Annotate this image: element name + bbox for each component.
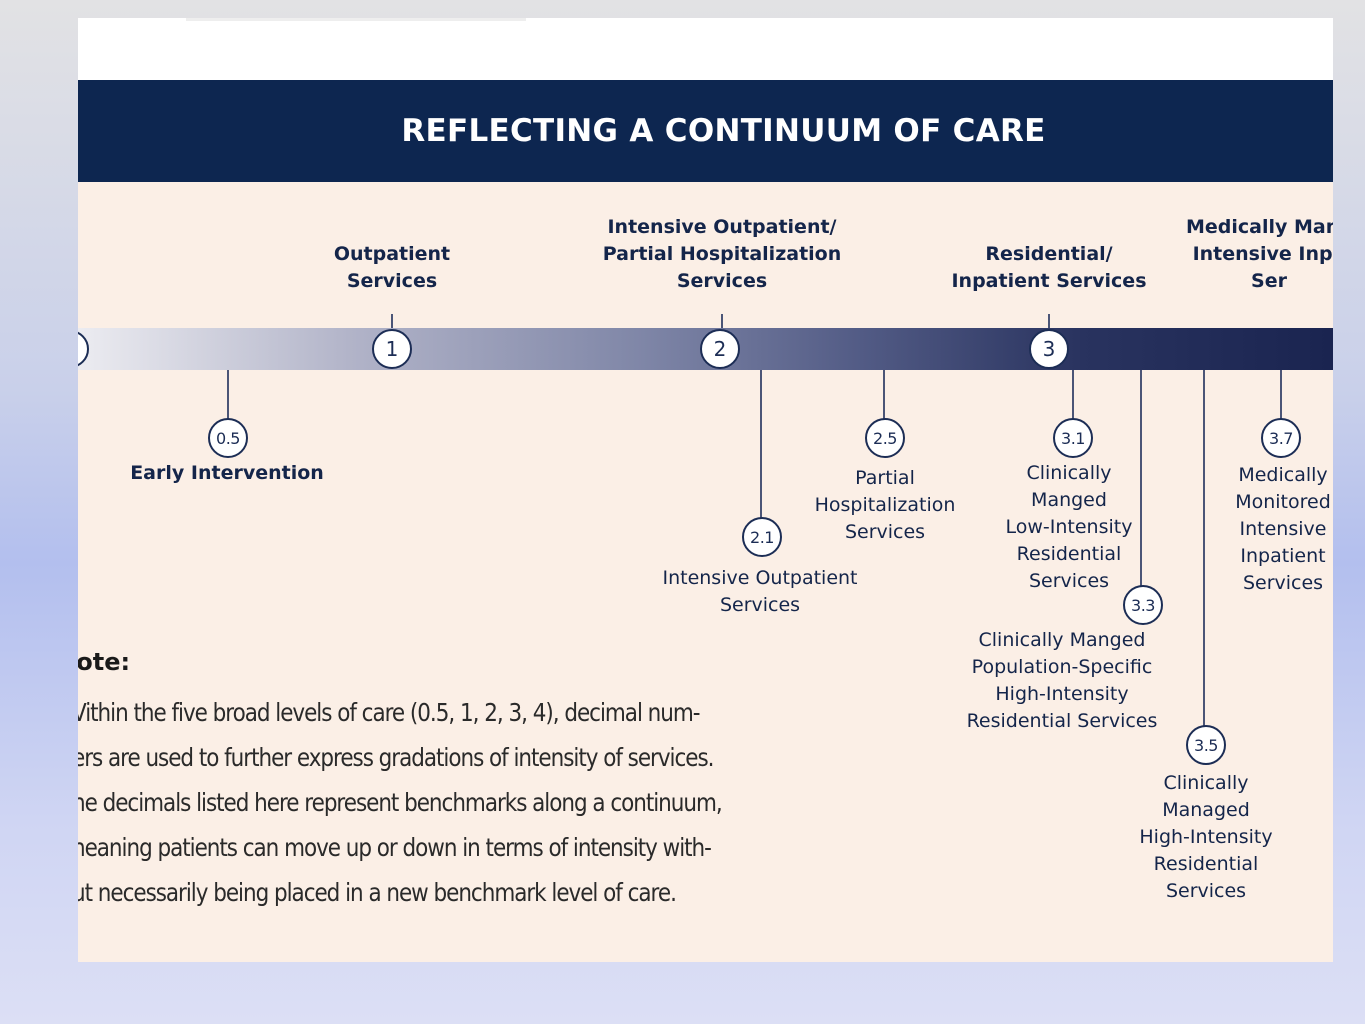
level-label-3-3: Clinically Manged Population-Specific Hi…	[966, 629, 1158, 732]
level-node-2-1: 2.1	[742, 517, 782, 557]
level-node-1: 1	[372, 329, 412, 369]
connector-3-3	[1140, 368, 1142, 586]
level-node-3-5: 3.5	[1186, 725, 1226, 765]
top-strip	[78, 18, 1333, 80]
continuum-diagram: 1 2 3 0.5 2.1 2.5 3.1 3.3 3.5 3.7 Outpat…	[78, 182, 1333, 962]
level-label-3-1: Clinically Manged Low-Intensity Resident…	[1005, 462, 1133, 592]
level-node-3-7: 3.7	[1261, 418, 1301, 458]
connector-2-5	[883, 368, 885, 420]
connector-0-5	[227, 368, 229, 420]
level-node-2-5: 2.5	[865, 418, 905, 458]
level-label-1: Outpatient Services	[333, 243, 451, 292]
level-node-3-1: 3.1	[1053, 418, 1093, 458]
level-node-3: 3	[1029, 329, 1069, 369]
connector-1	[391, 314, 393, 334]
connector-3-1	[1072, 368, 1074, 420]
title-banner: REFLECTING A CONTINUUM OF CARE	[78, 80, 1333, 182]
level-label-2: Intensive Outpatient/ Partial Hospitaliz…	[602, 216, 842, 292]
connector-2	[721, 314, 723, 334]
level-node-3-3: 3.3	[1123, 585, 1163, 625]
level-node-2: 2	[700, 329, 740, 369]
level-label-3-5: Clinically Managed High-Intensity Reside…	[1139, 772, 1273, 902]
level-label-4: Medically Mana Intensive Inpa Ser	[1185, 216, 1333, 292]
connector-3-5	[1203, 368, 1205, 727]
note-title: lote:	[78, 648, 131, 676]
top-divider	[186, 18, 526, 21]
banner-title: REFLECTING A CONTINUUM OF CARE	[401, 113, 1046, 149]
note-body: Vithin the five broad levels of care (0.…	[78, 698, 723, 907]
level-node-0-5: 0.5	[208, 418, 248, 458]
level-label-3: Residential/ Inpatient Services	[951, 243, 1147, 292]
level-label-2-1: Intensive Outpatient Services	[662, 567, 858, 616]
slide: REFLECTING A CONTINUUM OF CARE 1 2 3 0.5…	[78, 18, 1333, 962]
level-label-0-5: Early Intervention	[130, 462, 324, 484]
level-label-2-5: Partial Hospitalization Services	[814, 467, 956, 543]
connector-3	[1048, 314, 1050, 334]
level-label-3-7: Medically Monitored Intensive Inpatient …	[1235, 464, 1331, 594]
connector-2-1	[760, 368, 762, 518]
connector-3-7	[1280, 368, 1282, 420]
